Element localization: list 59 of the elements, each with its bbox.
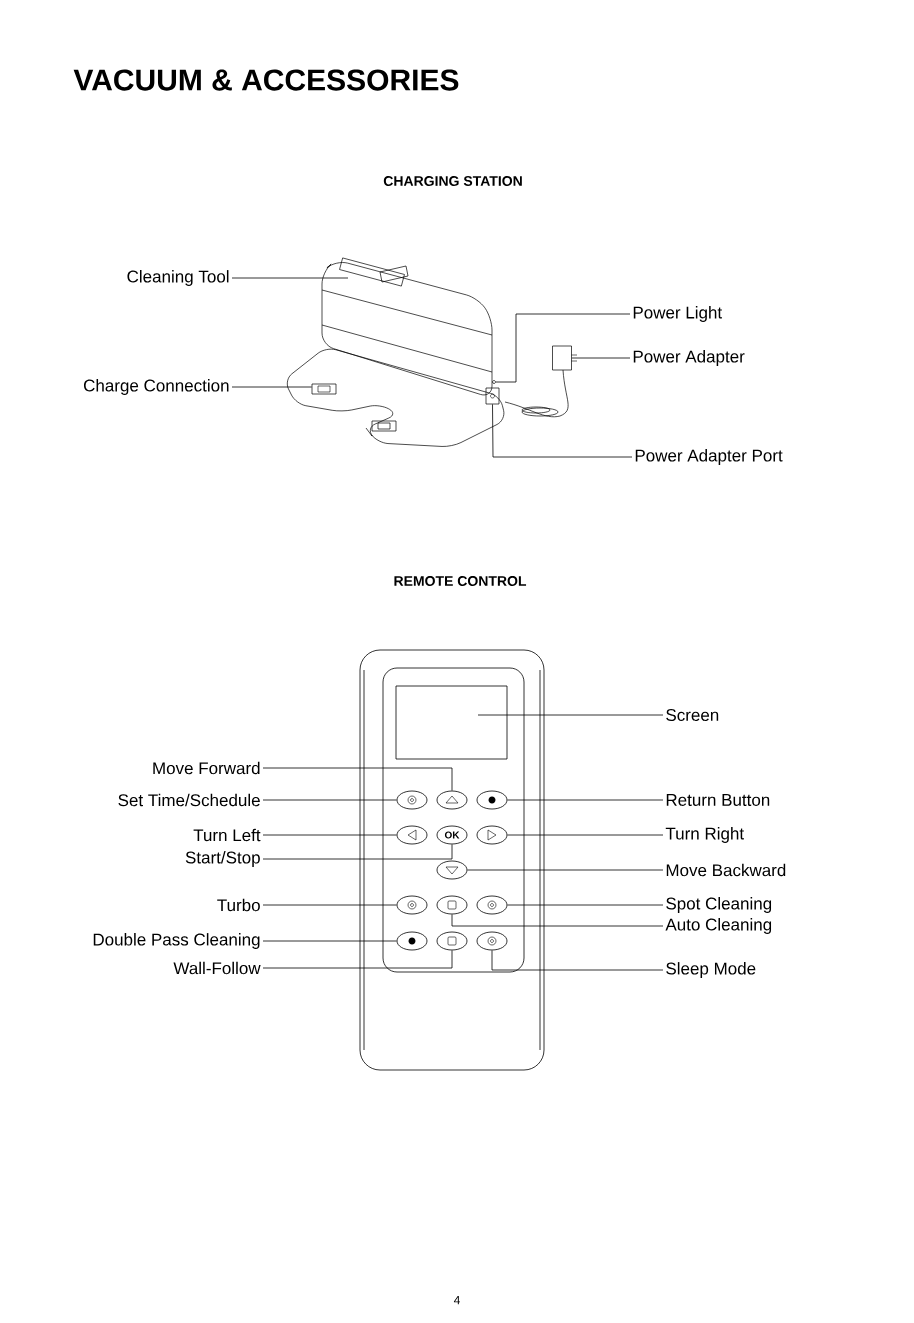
remote-button <box>396 825 428 845</box>
part-label: Move Forward <box>153 761 260 775</box>
charge-contact <box>311 383 337 395</box>
part-label: Power Adapter Port <box>635 449 783 465</box>
part-label: Spot Cleaning <box>666 897 772 913</box>
part-label: Power Adapter <box>633 350 745 366</box>
remote-button <box>436 790 468 810</box>
leader-line <box>507 799 664 801</box>
leader-line <box>262 799 397 801</box>
remote-button <box>396 931 428 951</box>
remote-button <box>476 895 508 915</box>
power-port <box>485 387 500 405</box>
leader-line <box>571 357 631 359</box>
leader-line <box>491 950 664 971</box>
section-heading: CHARGING STATION <box>383 176 522 186</box>
part-label: Set Time/Schedule <box>118 793 260 807</box>
leader-line <box>467 869 664 871</box>
part-label: Turbo <box>217 898 260 912</box>
leader-line <box>262 950 453 969</box>
leader-line <box>262 940 397 942</box>
part-label: Power Light <box>633 306 722 322</box>
page-number: 4 <box>453 1295 460 1305</box>
leader-line <box>477 714 664 716</box>
ok-button: OK <box>436 825 468 845</box>
part-label: Return Button <box>666 794 770 806</box>
leader-line <box>507 834 664 836</box>
page-title: VACUUM & ACCESSORIES <box>73 69 459 91</box>
leader-line <box>451 914 664 927</box>
leader-line <box>262 767 453 791</box>
part-label: Wall-Follow <box>173 961 261 975</box>
part-label: Cleaning Tool <box>127 270 229 286</box>
part-label: Charge Connection <box>84 379 229 395</box>
leader-line <box>492 403 633 458</box>
part-label: Turn Right <box>665 827 744 843</box>
remote-button <box>476 825 508 845</box>
section-heading: REMOTE CONTROL <box>394 576 527 586</box>
power-adapter <box>552 345 578 371</box>
remote-button <box>476 790 508 810</box>
part-label: Screen <box>666 709 719 722</box>
remote-button <box>436 860 468 880</box>
part-label: Double Pass Cleaning <box>93 933 260 949</box>
power-light <box>492 380 496 384</box>
part-label: Turn Left <box>193 828 261 842</box>
remote-button <box>436 931 468 951</box>
remote-button <box>476 931 508 951</box>
remote-button <box>396 790 428 810</box>
leader-line <box>507 904 664 906</box>
leader-line <box>231 277 349 279</box>
part-label: Move Backward <box>666 863 786 877</box>
leader-line <box>231 386 313 388</box>
leader-line <box>262 834 397 836</box>
remote-button <box>436 895 468 915</box>
part-label: Sleep Mode <box>666 962 756 978</box>
leader-line <box>262 904 397 906</box>
part-label: Auto Cleaning <box>665 918 772 934</box>
remote-button <box>396 895 428 915</box>
leader-line <box>262 844 453 860</box>
leader-line <box>495 313 631 383</box>
part-label: Start/Stop <box>185 851 260 867</box>
